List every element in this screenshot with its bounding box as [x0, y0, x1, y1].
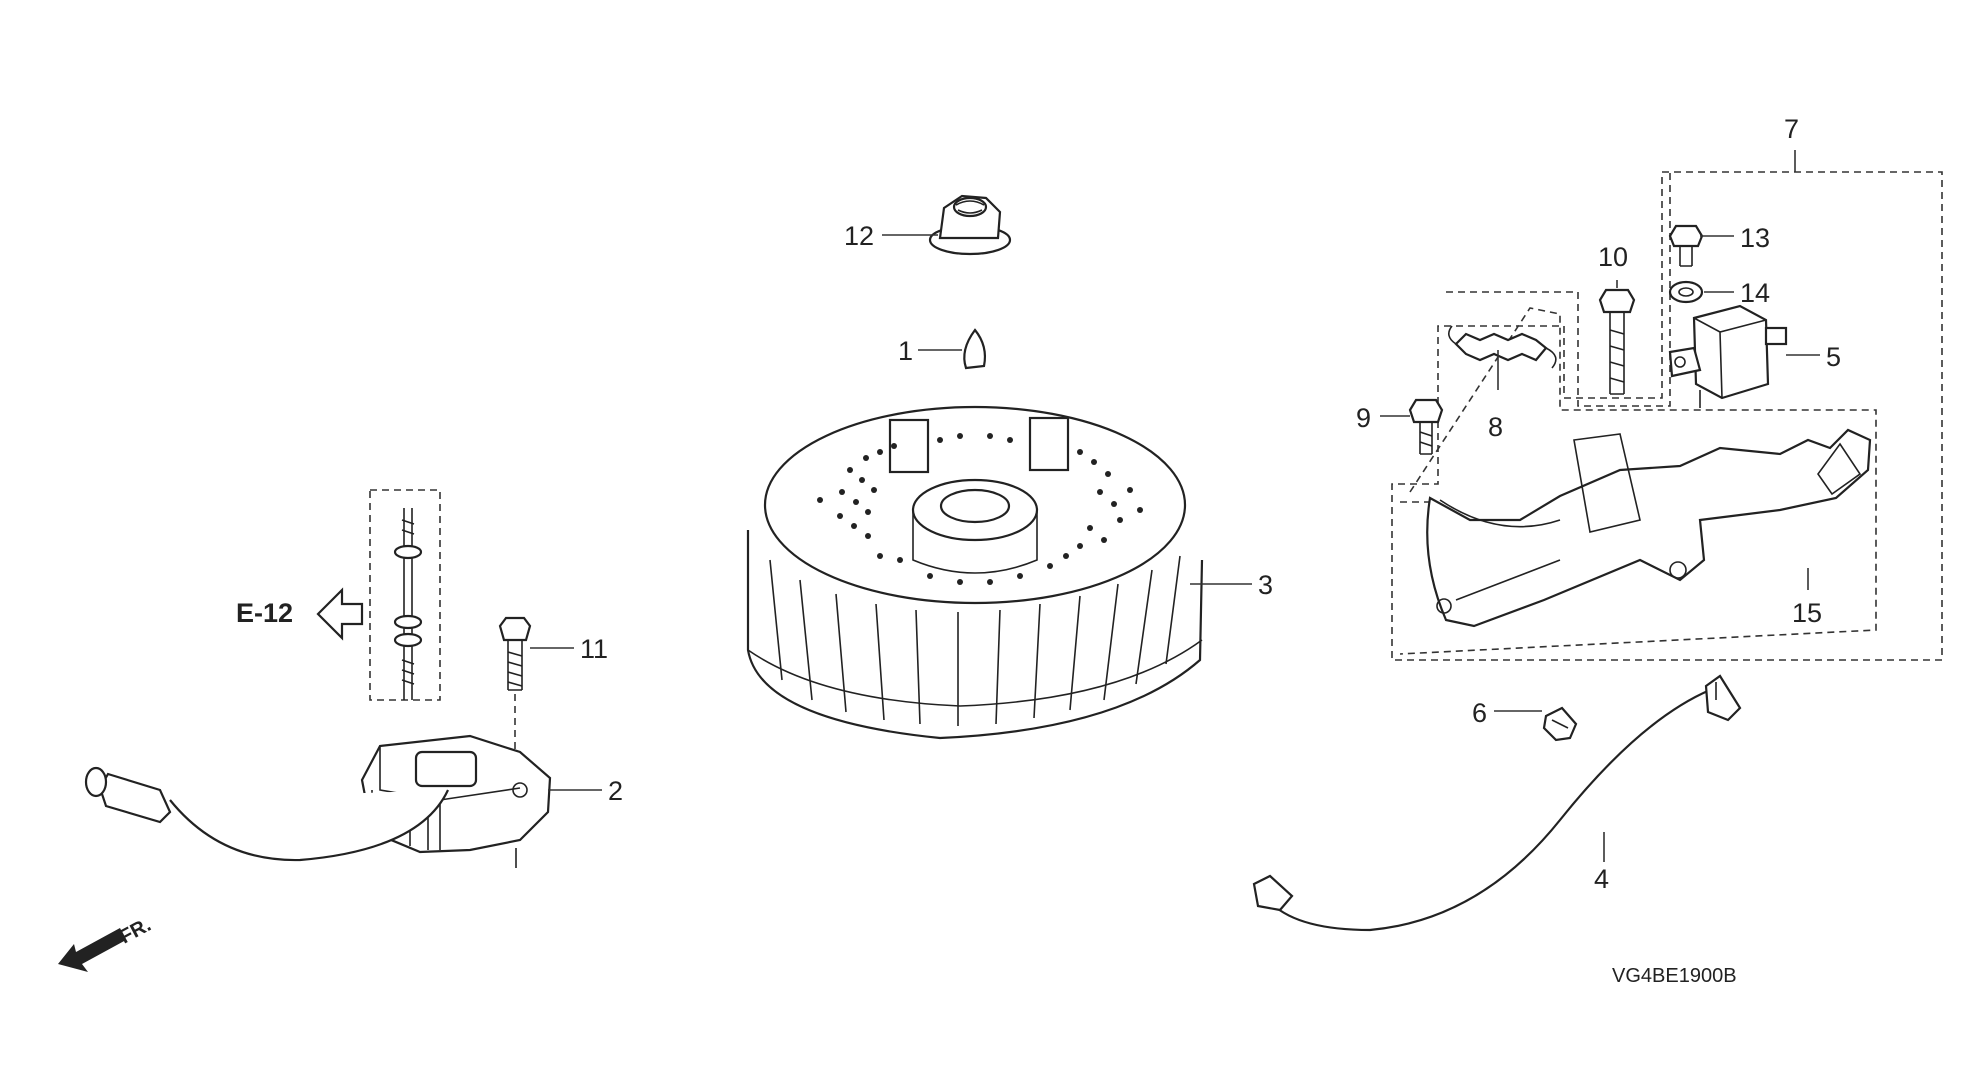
- stop-wire-part[interactable]: [1252, 674, 1742, 932]
- woodruff-key-part[interactable]: [963, 328, 987, 370]
- callout-2: 2: [608, 776, 623, 806]
- brake-arm-part[interactable]: [1426, 428, 1872, 628]
- callout-13: 13: [1740, 223, 1770, 253]
- stop-switch-part[interactable]: [1668, 304, 1788, 408]
- flange-nut-part[interactable]: [928, 194, 1012, 256]
- wire-clip-part[interactable]: [1542, 706, 1578, 742]
- ignition-coil-part[interactable]: [84, 734, 552, 868]
- diagram-code: VG4BE1900B: [1612, 965, 1737, 987]
- reference-arrow[interactable]: E-12: [236, 587, 364, 641]
- hollow-left-arrow-icon: [316, 587, 364, 641]
- brake-spring-part[interactable]: [1448, 325, 1557, 369]
- brake-arm-bolt-10-part[interactable]: [1598, 288, 1636, 395]
- callout-12: 12: [844, 221, 874, 251]
- callout-11: 11: [580, 634, 608, 664]
- front-label: FR.: [116, 914, 155, 949]
- front-direction-marker: FR.: [58, 914, 155, 972]
- callout-labels: 1 2 3 4 5 6 7 8 9 10 11 12 13 14 15: [580, 114, 1841, 894]
- switch-screw-part[interactable]: [1668, 224, 1704, 267]
- callout-5: 5: [1826, 342, 1841, 372]
- ignition-coil-bolt-part[interactable]: [498, 616, 532, 760]
- callout-1: 1: [898, 336, 913, 366]
- callout-3: 3: [1258, 570, 1273, 600]
- callout-9: 9: [1356, 403, 1371, 433]
- washer-part[interactable]: [1668, 280, 1704, 304]
- callout-4: 4: [1594, 864, 1609, 894]
- callout-8: 8: [1488, 412, 1503, 442]
- callout-15: 15: [1792, 598, 1822, 628]
- stud-reference-group: [369, 489, 441, 701]
- flywheel-part[interactable]: [746, 405, 1204, 740]
- leader-lines: [530, 234, 1820, 862]
- switch-assembly-group: [1391, 150, 1943, 661]
- callout-7: 7: [1784, 114, 1799, 144]
- callout-10: 10: [1598, 242, 1628, 272]
- front-arrow-icon: [58, 928, 126, 972]
- callout-14: 14: [1740, 278, 1770, 308]
- brake-arm-bolt-9-part[interactable]: [1408, 398, 1444, 455]
- callout-6: 6: [1472, 698, 1487, 728]
- vent-holes: [817, 433, 1143, 585]
- reference-label: E-12: [236, 598, 293, 628]
